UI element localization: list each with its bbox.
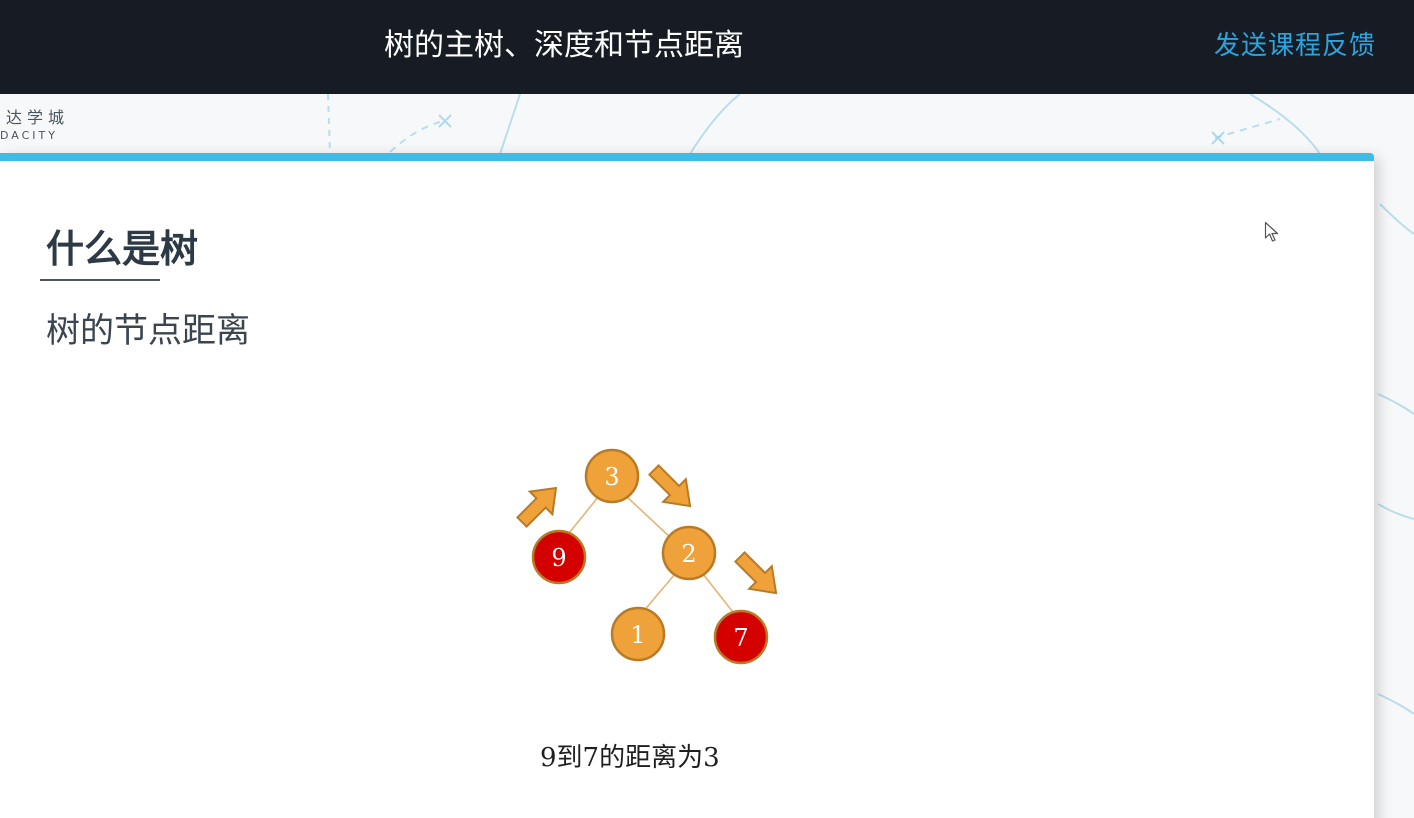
arrow-icon xyxy=(647,463,692,508)
tree-edge xyxy=(702,573,737,617)
send-feedback-link[interactable]: 发送课程反馈 xyxy=(1213,31,1376,61)
tree-node-highlighted: 9 xyxy=(531,529,587,585)
slide-card: 什么是树 树的节点距离 3 xyxy=(0,153,1374,818)
heading-underline xyxy=(40,279,160,281)
tree-node-label: 7 xyxy=(733,624,748,652)
tree-node-label: 3 xyxy=(604,463,619,491)
tree-node: 1 xyxy=(610,606,666,662)
path-arrows xyxy=(515,463,778,595)
tree-node: 2 xyxy=(661,525,717,581)
brand-name-cn: 达学城 xyxy=(6,108,70,127)
brand-name-en: DACITY xyxy=(0,129,58,142)
tree-edge xyxy=(625,495,673,540)
lesson-title: 树的主树、深度和节点距离 xyxy=(384,28,744,63)
background-decoration xyxy=(327,94,1414,715)
tree-node-label: 2 xyxy=(681,540,696,568)
header-bar: 树的主树、深度和节点距离 发送课程反馈 xyxy=(0,0,1414,94)
mouse-pointer-icon xyxy=(1264,221,1279,242)
tree-diagram: 3 9 2 1 7 xyxy=(515,448,778,665)
arrow-icon xyxy=(515,486,558,529)
tree-nodes: 3 9 2 1 7 xyxy=(531,448,769,665)
tree-node: 3 xyxy=(584,448,640,504)
arrow-icon xyxy=(733,550,778,595)
tree-edge xyxy=(564,495,600,539)
distance-caption: 9到7的距离为3 xyxy=(540,743,720,773)
tree-edges xyxy=(564,495,737,617)
slide-subtitle: 树的节点距离 xyxy=(46,311,250,351)
tree-node-highlighted: 7 xyxy=(713,609,769,665)
tree-edge xyxy=(641,573,676,614)
tree-node-label: 9 xyxy=(551,544,566,572)
slide-heading: 什么是树 xyxy=(46,226,199,271)
tree-node-label: 1 xyxy=(630,621,645,649)
